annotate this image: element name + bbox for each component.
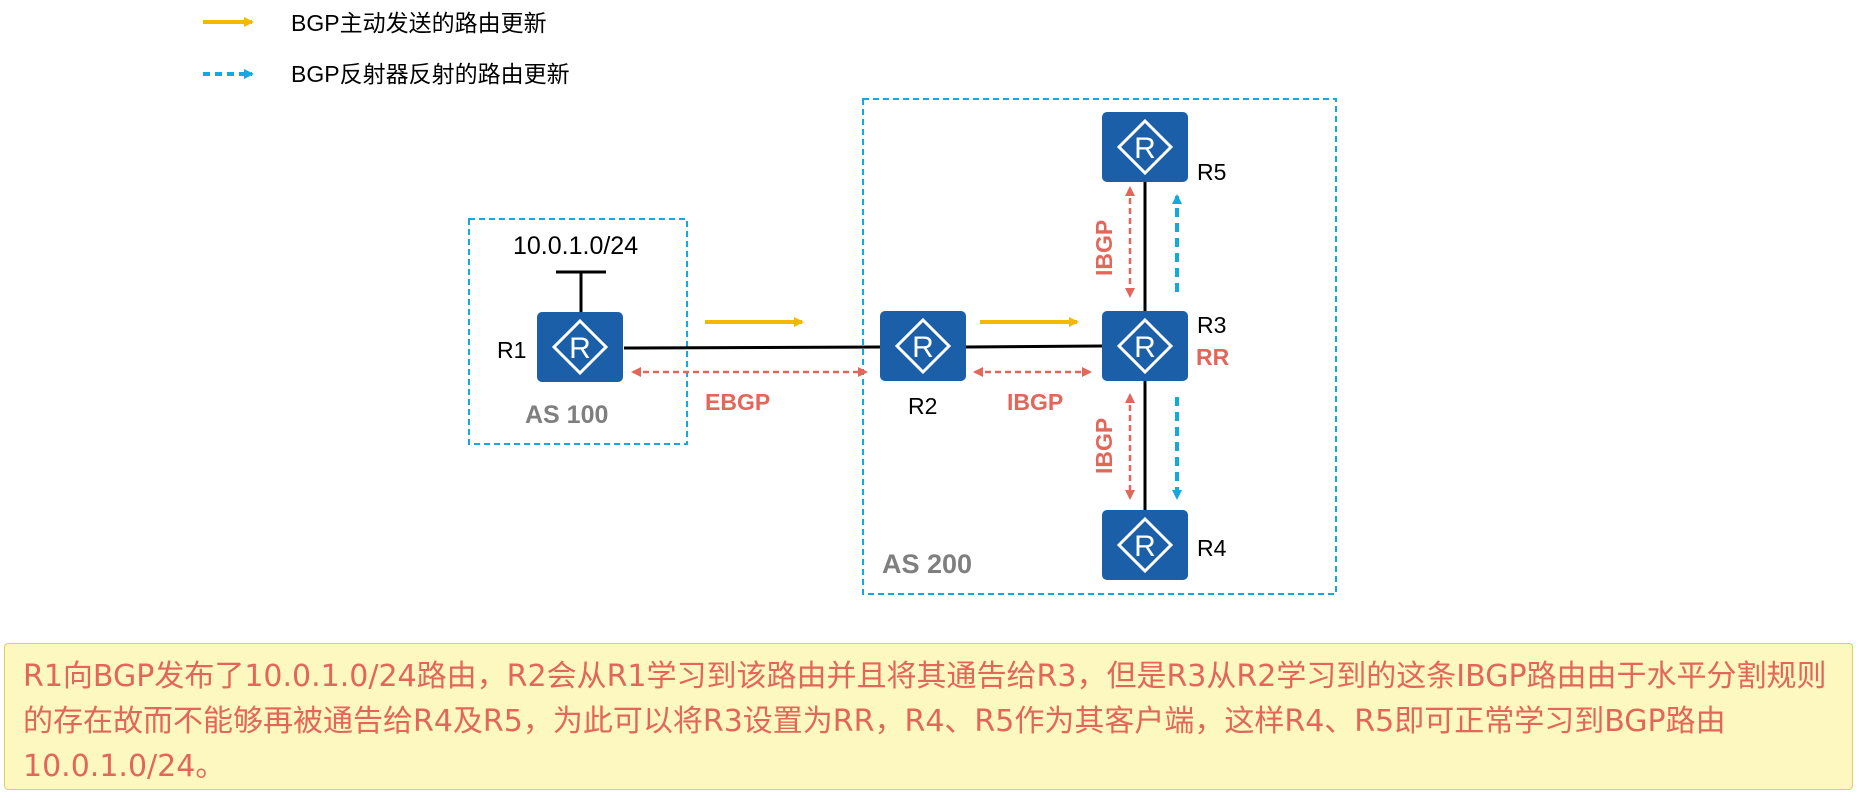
router-r3-role-label: RR bbox=[1196, 344, 1230, 370]
router-r4-label: R4 bbox=[1197, 535, 1227, 561]
network-prefix-label: 10.0.1.0/24 bbox=[513, 232, 638, 260]
router-r3-label: R3 bbox=[1197, 312, 1226, 338]
router-r3-glyph: R bbox=[1134, 331, 1156, 364]
explanation-note: R1向BGP发布了10.0.1.0/24路由，R2会从R1学习到该路由并且将其通… bbox=[4, 643, 1853, 790]
router-r1-glyph: R bbox=[569, 332, 591, 365]
legend-advertise-label: BGP主动发送的路由更新 bbox=[291, 10, 547, 36]
legend-reflect-label: BGP反射器反射的路由更新 bbox=[291, 61, 570, 87]
network-stub bbox=[556, 270, 606, 312]
session-label-ibgp-r3-r4: IBGP bbox=[1091, 418, 1117, 474]
explanation-note-text: R1向BGP发布了10.0.1.0/24路由，R2会从R1学习到该路由并且将其通… bbox=[23, 659, 1827, 784]
session-label-ibgp-r2-r3: IBGP bbox=[1007, 389, 1063, 415]
link-r2-r3 bbox=[965, 344, 1103, 349]
session-label-ebgp: EBGP bbox=[705, 389, 770, 415]
bgp-route-reflector-diagram: BGP主动发送的路由更新 BGP反射器反射的路由更新 AS 100 AS 200… bbox=[203, 10, 1337, 595]
as200-label: AS 200 bbox=[882, 549, 972, 579]
router-r5-glyph: R bbox=[1134, 132, 1156, 165]
as200-box bbox=[862, 98, 1337, 595]
router-r2-label: R2 bbox=[908, 393, 937, 419]
session-label-ibgp-r3-r5: IBGP bbox=[1091, 220, 1117, 276]
link-r1-r2 bbox=[623, 345, 881, 350]
router-r1-label: R1 bbox=[497, 337, 526, 363]
router-r4-glyph: R bbox=[1134, 530, 1156, 563]
as100-box bbox=[468, 218, 688, 445]
legend: BGP主动发送的路由更新 BGP反射器反射的路由更新 bbox=[203, 10, 570, 87]
router-r2-glyph: R bbox=[912, 331, 934, 364]
physical-links bbox=[623, 180, 1147, 511]
as100-label: AS 100 bbox=[525, 401, 608, 429]
router-r5-label: R5 bbox=[1197, 159, 1226, 185]
